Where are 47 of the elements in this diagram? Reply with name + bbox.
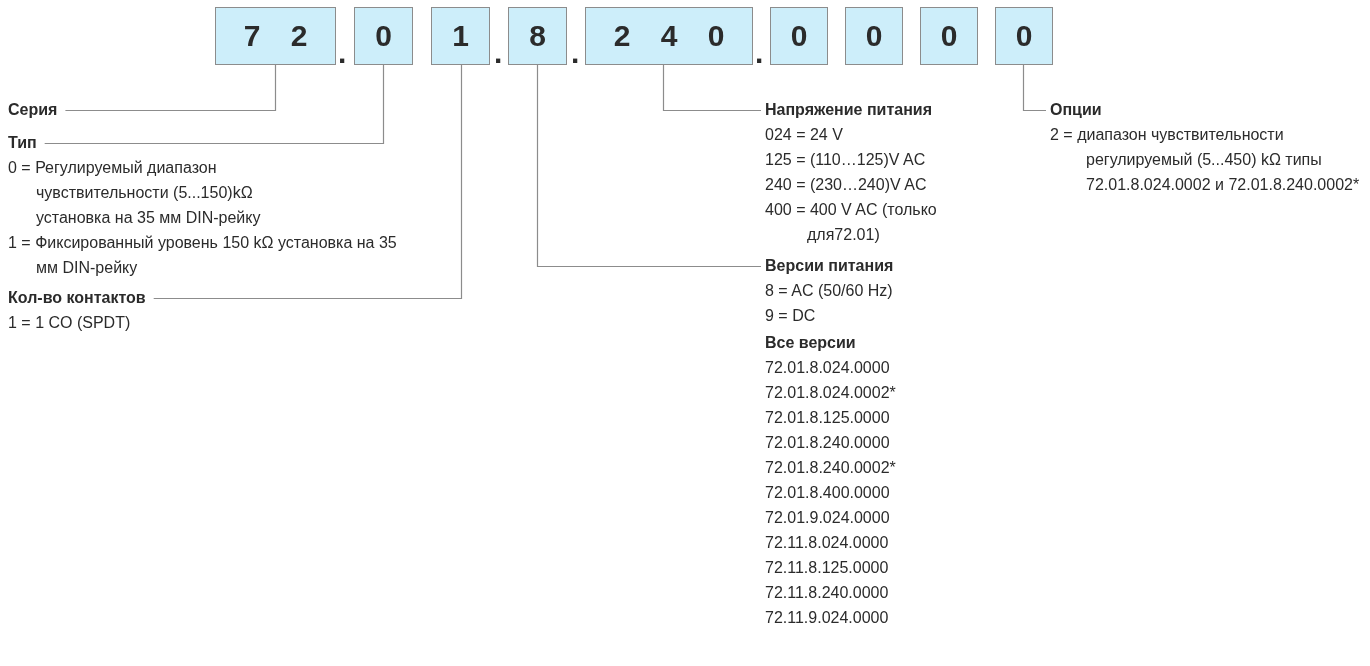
separator-dot: . (755, 38, 764, 68)
list-heading: Все версии (765, 333, 856, 353)
field-heading: Серия (8, 100, 58, 120)
leader-line (153, 64, 463, 300)
code-option-text: 9 = DC (765, 306, 817, 326)
leader-line (536, 64, 762, 268)
field-heading: Опции (1050, 100, 1102, 120)
version-code: 72.11.8.240.0000 (765, 583, 889, 603)
version-code: 72.01.9.024.0000 (765, 508, 890, 528)
code-digit-box: 0 (354, 7, 413, 65)
code-digit-box: 8 (508, 7, 567, 65)
version-code: 72.11.9.024.0000 (765, 608, 889, 628)
field-heading: Версии питания (765, 256, 894, 276)
code-option-text: 1 = 1 CO (SPDT) (8, 313, 132, 333)
code-option-text: 024 = 24 V (765, 125, 844, 145)
separator-dot: . (494, 38, 503, 68)
code-option-text: 240 = (230…240)V AC (765, 175, 928, 195)
leader-line (662, 64, 762, 112)
version-code: 72.01.8.240.0002* (765, 458, 896, 478)
field-heading: Кол-во контактов (8, 288, 146, 308)
version-code: 72.11.8.024.0000 (765, 533, 889, 553)
version-code: 72.01.8.024.0000 (765, 358, 890, 378)
code-option-text: 1 = Фиксированный уровень 150 kΩ установка на 35 мм DIN-рейку (8, 233, 398, 278)
field-heading: Напряжение питания (765, 100, 932, 120)
code-option-text: 2 = диапазон чувствительности регулируемый (5...450) kΩ типы 72.01.8.024.0002 и 72.01.8.240.0002* (1050, 125, 1361, 195)
version-code: 72.01.8.400.0000 (765, 483, 890, 503)
code-digit-box: 0 (845, 7, 903, 65)
code-digit-box: 0 (770, 7, 828, 65)
code-digit-box: 1 (431, 7, 490, 65)
code-digit-box: 0 (920, 7, 978, 65)
code-option-text: 400 = 400 V AC (только для72.01) (765, 200, 938, 245)
code-digit-box: 2 4 0 (585, 7, 753, 65)
leader-line (64, 64, 277, 112)
code-digit-box: 0 (995, 7, 1053, 65)
version-code: 72.01.8.240.0000 (765, 433, 890, 453)
leader-line (1022, 64, 1047, 112)
separator-dot: . (338, 38, 347, 68)
code-option-text: 8 = AC (50/60 Hz) (765, 281, 894, 301)
version-code: 72.01.8.125.0000 (765, 408, 890, 428)
separator-dot: . (571, 38, 580, 68)
code-digit-box: 7 2 (215, 7, 336, 65)
code-option-text: 125 = (110…125)V AC (765, 150, 927, 170)
code-option-text: 0 = Регулируемый диапазон чувствительности (5...150)kΩ установка на 35 мм DIN-рейку (8, 158, 262, 228)
version-code: 72.01.8.024.0002* (765, 383, 896, 403)
leader-line (44, 64, 385, 145)
field-heading: Тип (8, 133, 37, 153)
version-code: 72.11.8.125.0000 (765, 558, 889, 578)
